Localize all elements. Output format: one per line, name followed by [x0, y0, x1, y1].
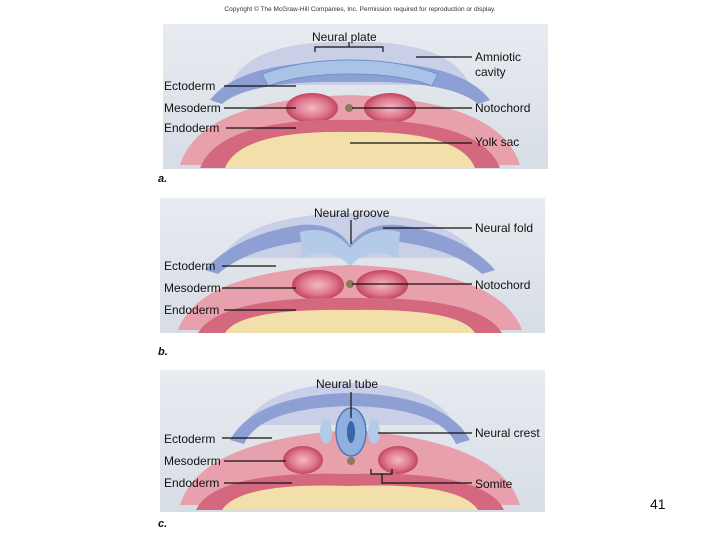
- copyright-notice: Copyright © The McGraw-Hill Companies, I…: [224, 6, 496, 13]
- label-mesoderm-c: Mesoderm: [164, 454, 221, 468]
- label-neural-fold: Neural fold: [475, 221, 534, 235]
- label-ectoderm-c: Ectoderm: [164, 432, 216, 446]
- yolk-sac-a: [225, 131, 475, 168]
- label-mesoderm-b: Mesoderm: [164, 281, 221, 295]
- neural-tube-lumen-c: [347, 421, 355, 443]
- mesoderm-mass-left-a: [286, 93, 338, 123]
- page-number: 41: [650, 496, 666, 512]
- somite-right-c: [378, 446, 418, 474]
- label-neural-groove: Neural groove: [314, 206, 390, 220]
- label-somite: Somite: [475, 477, 513, 491]
- panel-c-leaders: [222, 392, 472, 484]
- panel-a-leaders: [224, 42, 472, 144]
- panel-a-letter: a.: [158, 173, 168, 185]
- ectoderm-layer-c: [230, 393, 470, 444]
- label-amniotic-cavity-line1: Amniotic: [475, 50, 522, 64]
- label-notochord-b: Notochord: [475, 278, 531, 292]
- label-neural-tube: Neural tube: [316, 377, 379, 391]
- label-ectoderm-b: Ectoderm: [164, 259, 216, 273]
- notochord-c: [347, 457, 355, 465]
- amniotic-cavity-b: [222, 213, 478, 258]
- panel-b-leaders: [222, 220, 472, 311]
- label-neural-plate: Neural plate: [312, 30, 377, 44]
- notochord-b: [346, 280, 354, 288]
- mesoderm-mass-left-b: [292, 270, 344, 300]
- yolk-sac-b: [225, 309, 475, 333]
- panel-b-letter: b.: [158, 346, 168, 358]
- panel-c-letter: c.: [158, 518, 168, 530]
- label-yolk-sac: Yolk sac: [475, 135, 520, 149]
- label-mesoderm-a: Mesoderm: [164, 101, 221, 115]
- panel-c-illustration: [160, 370, 545, 512]
- label-amniotic-cavity-line2: cavity: [475, 65, 506, 79]
- neural-plate-a: [261, 59, 439, 87]
- neural-groove-tissue-b: [300, 230, 400, 266]
- mesoderm-mass-right-b: [356, 270, 408, 300]
- notochord-a: [345, 104, 353, 112]
- label-endoderm-a: Endoderm: [164, 121, 220, 135]
- neural-crest-right-c: [368, 420, 380, 444]
- label-neural-crest: Neural crest: [475, 426, 540, 440]
- yolk-sac-c: [222, 485, 478, 510]
- label-ectoderm-a: Ectoderm: [164, 79, 216, 93]
- label-endoderm-c: Endoderm: [164, 476, 220, 490]
- neural-crest-left-c: [320, 420, 332, 444]
- somite-left-c: [283, 446, 323, 474]
- label-endoderm-b: Endoderm: [164, 303, 220, 317]
- label-notochord-a: Notochord: [475, 101, 531, 115]
